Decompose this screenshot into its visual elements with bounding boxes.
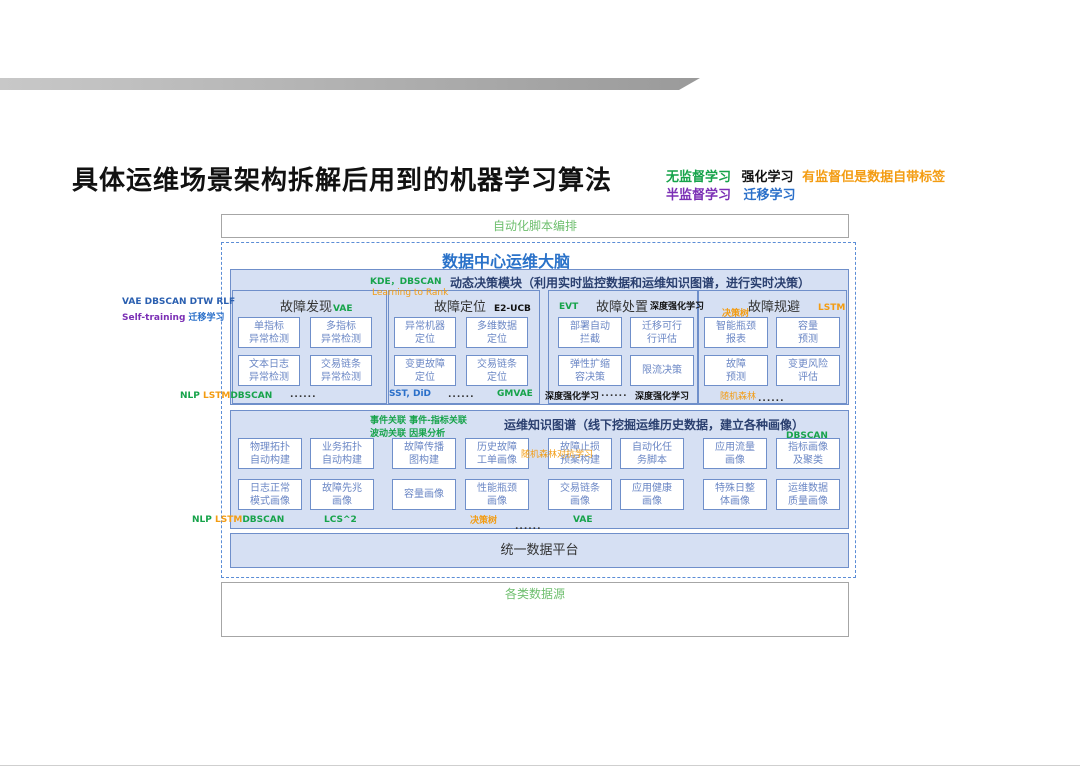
- tag-learning-to-rank: Learning to Rank: [372, 288, 449, 298]
- dots-knowledge: ......: [515, 522, 542, 532]
- tag-vae-dbscan-dtw: VAE DBSCAN DTW RLF: [122, 297, 236, 307]
- tag-deep-rl-1: 深度强化学习: [650, 302, 705, 312]
- fault-discover-title: 故障发现: [280, 300, 333, 315]
- cell-stoploss-plan: 故障止损预案构建: [548, 438, 612, 469]
- fault-avoid-title: 故障规避: [748, 300, 801, 315]
- legend-reinforcement: 强化学习: [741, 170, 794, 185]
- legend-semi-supervised: 半监督学习: [666, 188, 732, 203]
- brain-title: 数据中心运维大脑: [442, 252, 571, 271]
- tag-lcs2: LCS^2: [324, 515, 357, 525]
- automation-script-box: 自动化脚本编排: [221, 214, 849, 238]
- cell-trace-anomaly: 交易链条异常检测: [310, 355, 372, 386]
- cell-multidim-locate: 多维数据定位: [466, 317, 528, 348]
- cell-log-normal-pattern: 日志正常模式画像: [238, 479, 302, 510]
- cell-fault-propagation: 故障传播图构建: [392, 438, 456, 469]
- tag-vae-k: VAE: [573, 515, 593, 525]
- dots-locate: ......: [448, 390, 475, 400]
- cell-change-fault-locate: 变更故障定位: [394, 355, 456, 386]
- legend-unsupervised: 无监督学习: [666, 170, 732, 185]
- cell-trace-locate: 交易链条定位: [466, 355, 528, 386]
- tag-deep-rl-3: 深度强化学习: [635, 392, 690, 402]
- legend-transfer: 迁移学习: [743, 188, 796, 203]
- cell-business-topology: 业务拓扑自动构建: [310, 438, 374, 469]
- cell-change-risk: 变更风险评估: [776, 355, 840, 386]
- cell-fault-precursor: 故障先兆画像: [310, 479, 374, 510]
- fault-locate-section: [388, 290, 540, 404]
- cell-metric-cluster: 指标画像及聚类: [776, 438, 840, 469]
- tag-transfer-left: 迁移学习: [188, 313, 225, 323]
- tag-deep-rl-2: 深度强化学习: [545, 392, 600, 402]
- cell-multi-metric-anomaly: 多指标异常检测: [310, 317, 372, 348]
- dots-handle: ......: [601, 389, 628, 399]
- fault-handle-section: [548, 290, 698, 404]
- tag-decision-tree-1: 决策树: [722, 309, 750, 319]
- tag-event-assoc: 事件关联 事件-指标关联: [370, 416, 467, 426]
- data-sources-box: 各类数据源: [221, 582, 849, 637]
- cell-rate-limit: 限流决策: [630, 355, 694, 386]
- cell-trace-profile: 交易链条画像: [548, 479, 612, 510]
- dots-discover: ......: [290, 390, 317, 400]
- cell-physical-topology: 物理拓扑自动构建: [238, 438, 302, 469]
- cell-abnormal-machine-locate: 异常机器定位: [394, 317, 456, 348]
- cell-bottleneck-report: 智能瓶颈报表: [704, 317, 768, 348]
- cell-special-day: 特殊日整体画像: [703, 479, 767, 510]
- cell-auto-task-script: 自动化任务脚本: [620, 438, 684, 469]
- tag-decision-tree-2: 决策树: [470, 516, 498, 526]
- ops-brain-container: [221, 242, 856, 578]
- cell-perf-bottleneck: 性能瓶颈画像: [465, 479, 529, 510]
- tag-self-training-group: Self-training 迁移学习: [122, 310, 225, 323]
- cell-history-ticket: 历史故障工单画像: [465, 438, 529, 469]
- cell-migration-eval: 迁移可行行评估: [630, 317, 694, 348]
- legend-row-1: 无监督学习 强化学习 有监督但是数据自带标签: [666, 166, 945, 185]
- fault-avoid-section: [698, 290, 847, 404]
- cell-elastic-scaling: 弹性扩缩容决策: [558, 355, 622, 386]
- cell-app-traffic: 应用流量画像: [703, 438, 767, 469]
- tag-sst-did: SST, DiD: [389, 389, 431, 399]
- tag-random-forest-2: 随机森林对抗学习: [521, 450, 594, 460]
- cell-capacity-profile: 容量画像: [392, 479, 456, 510]
- legend-row-2: 半监督学习 迁移学习: [666, 184, 796, 203]
- dots-avoid: ......: [758, 394, 785, 404]
- tag-dbscan-k: DBSCAN: [786, 431, 828, 441]
- cell-app-health: 应用健康画像: [620, 479, 684, 510]
- tag-vae-discover: VAE: [333, 304, 353, 314]
- tag-gmvae: GMVAE: [497, 389, 533, 399]
- tag-evt: EVT: [559, 302, 579, 312]
- tag-random-forest-1: 随机森林: [720, 392, 757, 402]
- cell-log-anomaly: 文本日志异常检测: [238, 355, 300, 386]
- header-decor-bar: [0, 78, 700, 90]
- fault-discover-section: [232, 290, 387, 404]
- dynamic-decision-title: 动态决策模块（利用实时监控数据和运维知识图谱，进行实时决策）: [450, 276, 811, 290]
- fault-handle-title: 故障处置: [596, 300, 649, 315]
- tag-lstm-avoid: LSTM: [818, 303, 846, 313]
- tag-wave-assoc: 波动关联 因果分析: [370, 429, 446, 439]
- tag-nlp-lstm-dbscan-1: NLP LSTMDBSCAN: [180, 391, 273, 401]
- knowledge-graph-title: 运维知识图谱（线下挖掘运维历史数据，建立各种画像）: [504, 418, 805, 432]
- page-title: 具体运维场景架构拆解后用到的机器学习算法: [72, 166, 613, 196]
- cell-data-quality: 运维数据质量画像: [776, 479, 840, 510]
- unified-data-platform: 统一数据平台: [230, 533, 849, 568]
- tag-kde-dbscan: KDE，DBSCAN: [370, 277, 442, 287]
- tag-self-training: Self-training: [122, 313, 186, 323]
- cell-capacity-forecast: 容量预测: [776, 317, 840, 348]
- tag-e2ucb: E2-UCB: [494, 304, 531, 314]
- tag-nlp-lstm-dbscan-2: NLP LSTMDBSCAN: [192, 515, 285, 525]
- fault-locate-title: 故障定位: [434, 300, 487, 315]
- cell-fault-forecast: 故障预测: [704, 355, 768, 386]
- cell-single-metric-anomaly: 单指标异常检测: [238, 317, 300, 348]
- legend-self-labeled: 有监督但是数据自带标签: [802, 170, 946, 185]
- cell-deploy-intercept: 部署自动拦截: [558, 317, 622, 348]
